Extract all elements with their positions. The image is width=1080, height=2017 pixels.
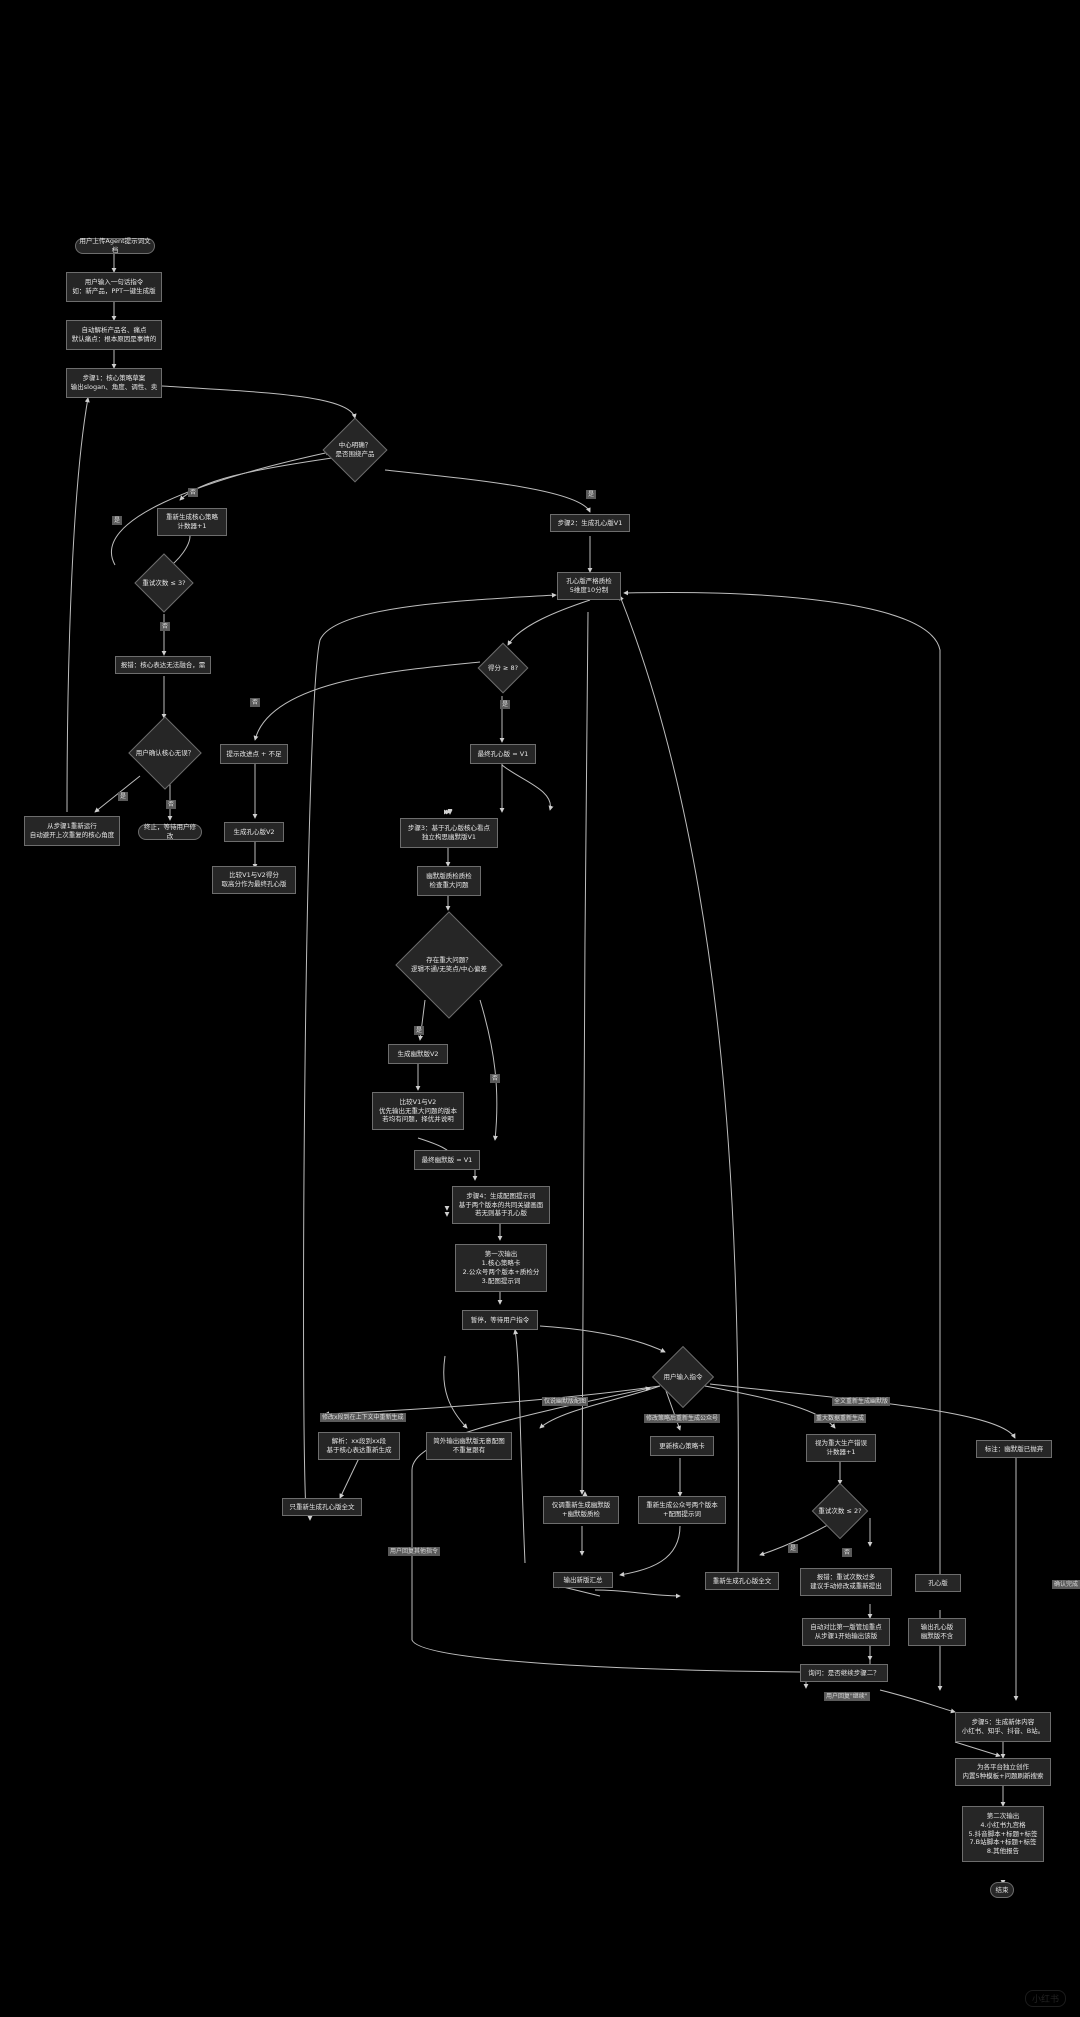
rerun-step1: 从步骤1重新运行 自动避开上次重复的核心角度 xyxy=(24,816,120,846)
decision-score-8: 得分 ≥ 8? xyxy=(477,642,529,694)
step2-generate-v1: 步骤2：生成孔心版V1 xyxy=(550,514,630,532)
edge-label-cmd4: 重大数据重新生成 xyxy=(814,1414,867,1424)
watermark-logo: 小红书 xyxy=(1024,1990,1066,2007)
final-v1: 最终孔心版 = V1 xyxy=(470,744,536,764)
decision-retry-2: 重试次数 ≤ 2? xyxy=(810,1482,870,1540)
edge-label-cmd1: 修改x段到在上下文中重新生成 xyxy=(320,1413,406,1423)
edge-label-ask-yes: 用户回复"继续" xyxy=(824,1692,870,1702)
generate-humor-v2: 生成幽默版V2 xyxy=(388,1044,448,1064)
edge-label-d5-no: 否 xyxy=(490,1074,501,1084)
regen-two-versions: 重新生成公众号两个版本 +配图提示词 xyxy=(638,1496,726,1524)
output-summary: 输出新版汇总 xyxy=(553,1572,613,1588)
first-output: 第一次输出 1.核心策略卡 2.公众号两个版本+质检分 3.配图提示词 xyxy=(455,1244,547,1292)
edge-label-d4-no: 否 xyxy=(250,698,261,708)
terminate-wait: 终止，等待用户修改 xyxy=(138,823,202,840)
step1-core-strategy: 步骤1：核心策略草案 输出slogan、角度、调性、卖 xyxy=(66,368,162,398)
hint-improve: 提示改进点 + 不足 xyxy=(220,744,288,764)
humor-quality-check: 幽默版质检质检 检查重大问题 xyxy=(417,866,481,896)
edge-label-d3-yes: 是 xyxy=(118,792,129,802)
parse-segment: 解析：xx段到xx段 基于核心表达重新生成 xyxy=(318,1432,400,1460)
step-parse-product: 自动解析产品名、痛点 默认痛点：根本原因是事情的 xyxy=(66,320,162,350)
edge-label-d2-yes: 是 xyxy=(112,516,123,526)
edge-label-d1-yes: 是 xyxy=(586,490,597,500)
edge-label-d5-yes: 是 xyxy=(414,1026,425,1036)
kongxin-version: 孔心版 xyxy=(915,1574,961,1592)
final-humor-v1: 最终幽默版 = V1 xyxy=(414,1150,480,1170)
generate-v2: 生成孔心版V2 xyxy=(224,822,284,842)
edge-label-d2-no: 否 xyxy=(160,622,171,632)
step5-new-media: 步骤5：生成新体内容 小红书、知乎、抖音、B站。 xyxy=(955,1712,1051,1742)
decision-center-clear: 中心明确？ 是否围绕产品 xyxy=(322,417,388,483)
edge-label-ask-other: 用户回复其他指令 xyxy=(388,1547,441,1557)
edge-label-cmd3: 修改策略后重新生成公众号 xyxy=(644,1414,721,1424)
step4-image-prompt: 步骤4：生成配图提示词 基于两个版本的共同关键画面 若无则基于孔心版 xyxy=(452,1186,550,1224)
ask-continue: 询问：是否继续步骤二？ xyxy=(800,1664,888,1682)
regen-core-strategy: 重新生成核心策略 计数器+1 xyxy=(157,508,227,536)
major-error-count: 视为重大生产错误 计数器+1 xyxy=(806,1434,876,1462)
regen-humor-only: 仅调重新生成幽默版 +幽默版质检 xyxy=(543,1496,619,1524)
step3-humor-v1: 步骤3：基于孔心版核心看点 独立构思幽默版V1 xyxy=(400,818,498,848)
step-parse-command: 用户输入一句话指令 如：新产品，PPT一键生成版 xyxy=(66,272,162,302)
decision-retry-3: 重试次数 ≤ 3? xyxy=(132,553,196,613)
update-strategy: 更新核心策略卡 xyxy=(650,1436,714,1456)
edge-label-cmd5: 全文重新生成幽默版 xyxy=(832,1397,891,1407)
edge-label-d4-yes: 是 xyxy=(500,700,511,710)
quality-check-v1: 孔心版严格质检 5维度10分制 xyxy=(557,572,621,600)
output-kongxin: 输出孔心版 幽默版不含 xyxy=(908,1618,966,1646)
decision-user-command: 用户输入指令 xyxy=(650,1345,716,1409)
edge-label-d3-no: 否 xyxy=(166,800,177,810)
edge-label-d7-yes: 是 xyxy=(788,1544,799,1554)
compare-v1-v2: 比较V1与V2得分 取高分作为最终孔心版 xyxy=(212,866,296,894)
edge-label-direct: 确认完成 xyxy=(1052,1580,1080,1590)
decision-major-issue: 存在重大问题？ 逻辑不通/无笑点/中心偏差 xyxy=(395,911,503,1019)
edge-label-cmd2: 仅说幽默版配图 xyxy=(542,1397,589,1407)
auto-compare: 自动对比第一版管加重点 从步骤1开始输出该版 xyxy=(802,1618,890,1646)
error-too-many: 报错：重试次数过多 建议手动修改或重新提出 xyxy=(800,1568,892,1596)
platform-create: 为各平台独立创作 内置5种模板+问题刷新搜索 xyxy=(955,1758,1051,1786)
humor-image-only: 简外输出幽默版无意配图 不重复跟有 xyxy=(426,1432,512,1460)
error-core-fail: 报错：核心表达无法融合，需 xyxy=(115,656,211,674)
edge-label-d1-no: 否 xyxy=(188,488,199,498)
end-node: 结束 xyxy=(990,1882,1014,1898)
regen-kongxin-only: 只重新生成孔心版全文 xyxy=(282,1498,362,1516)
regen-kongxin-full: 重新生成孔心版全文 xyxy=(705,1572,779,1590)
start-node: 用户上传Agent提示词文档 xyxy=(75,237,155,254)
decision-user-confirm: 用户确认核心无误？ xyxy=(126,716,204,790)
second-output: 第二次输出 4.小红书九宫格 5.抖音脚本+标题+标签 7.B站脚本+标题+标签… xyxy=(962,1806,1044,1862)
edge-label-d7-no: 否 xyxy=(842,1548,853,1558)
compare-humor: 比较V1与V2 优先输出无重大问题的版本 若均有问题，择优并说明 xyxy=(372,1092,464,1130)
mark-humor-dropped: 标注：幽默版已抛弃 xyxy=(976,1440,1052,1458)
pause-wait: 暂停，等待用户指令 xyxy=(462,1310,538,1330)
